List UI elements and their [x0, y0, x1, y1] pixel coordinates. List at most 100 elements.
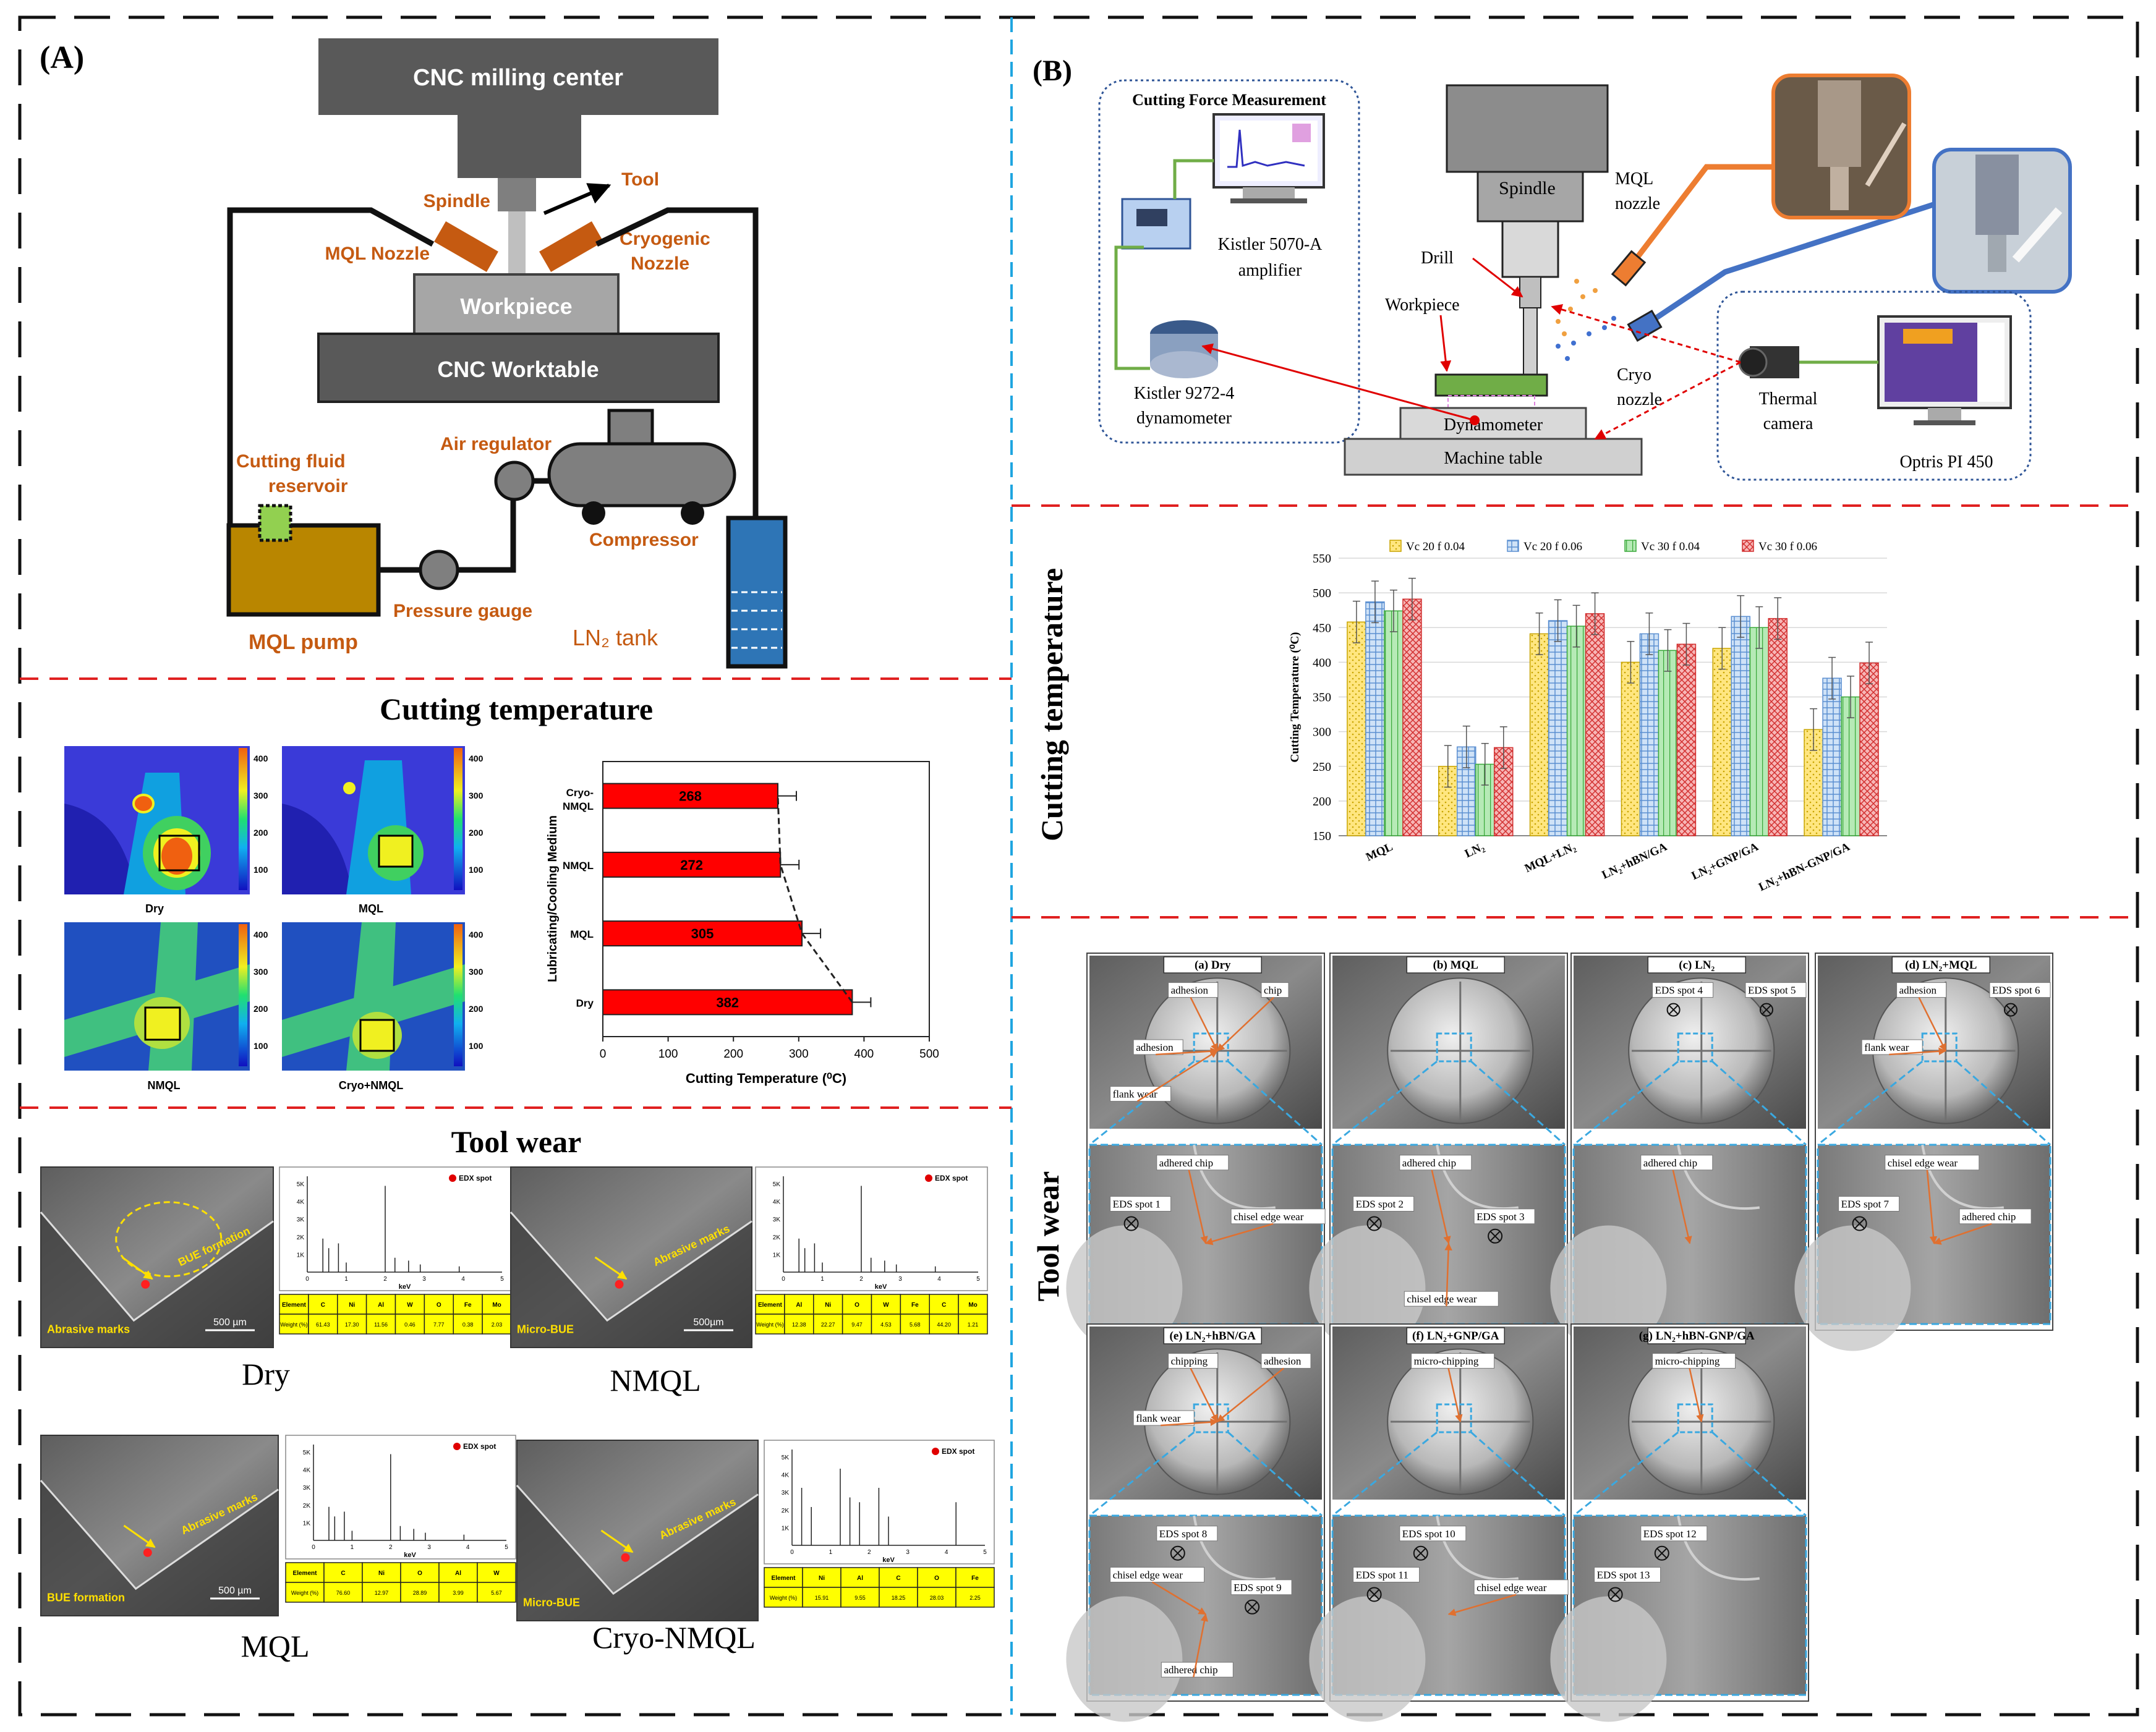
eds-spot-marker — [1666, 1003, 1681, 1017]
sem-annotation: EDS spot 6 — [1992, 985, 2040, 996]
edx-table-cell — [482, 1314, 512, 1335]
edx-table-value: 3.99 — [453, 1590, 464, 1596]
chart-a-xtick-label: 0 — [600, 1048, 607, 1061]
chart-b-bar — [1365, 601, 1385, 836]
edx-table-header: O — [854, 1302, 859, 1309]
edx-ytick: 3K — [782, 1490, 790, 1496]
edx-table-header: Element — [772, 1575, 796, 1582]
edx-xtick: 1 — [820, 1276, 824, 1283]
chart-b-ytick-label: 300 — [1313, 726, 1331, 739]
edx-table-cell — [438, 1562, 478, 1583]
panel-b-toolwear-title: Tool wear — [1031, 1171, 1065, 1302]
zoom-region — [1436, 1032, 1472, 1063]
spindle-label: Spindle — [424, 191, 490, 211]
edx-xlabel: keV — [882, 1556, 895, 1564]
optris-monitor-icon — [1877, 315, 2012, 425]
cryo-nozzle-b-label-2: nozzle — [1617, 390, 1662, 409]
edx-table-cell — [840, 1567, 880, 1588]
edx-table-cell — [424, 1314, 454, 1335]
chart-a-trend-line — [777, 796, 853, 1003]
chart-b-legend-label: Vc 20 f 0.04 — [1406, 540, 1465, 553]
edx-xtick: 0 — [305, 1276, 309, 1283]
edx-table-header: Ni — [825, 1302, 831, 1309]
edx-table-value: 28.03 — [930, 1595, 944, 1601]
edx-table-value: 0.38 — [462, 1322, 474, 1328]
sem-annotation: chisel edge wear — [1476, 1582, 1547, 1594]
edx-table-header: Element — [293, 1570, 318, 1577]
eds-spot-marker — [1488, 1228, 1503, 1244]
sem-annotation: micro-chipping — [1655, 1356, 1720, 1367]
cryo-nozzle-label-1: Cryogenic — [620, 229, 710, 249]
zoom-region — [1921, 1032, 1958, 1063]
dynamometer-b-label: Dynamometer — [1444, 415, 1543, 435]
sem-panel-title: (b) MQL — [1433, 959, 1478, 972]
sem-annotation: adhered chip — [1402, 1157, 1456, 1169]
chart-a-category-label: NMQL — [563, 860, 594, 872]
thermal-label-dry: Dry — [145, 902, 164, 915]
panel-a-setup: (A) CNC milling center Spindle Tool MQL … — [40, 38, 788, 669]
edx-table-value: 2.03 — [492, 1322, 503, 1328]
edx-table-cell — [929, 1294, 959, 1315]
sem-annotation: flank wear — [1864, 1042, 1909, 1053]
machine-table-label: Machine table — [1444, 449, 1542, 468]
edx-ytick: 4K — [303, 1467, 311, 1474]
edx-table-value: 12.97 — [375, 1590, 389, 1596]
edx-table-header: O — [437, 1302, 441, 1309]
eds-spot-marker — [1170, 1545, 1185, 1561]
photo-cryo-nozzle — [1932, 148, 2072, 294]
dynamometer-sensor-icon — [1150, 320, 1218, 378]
camera-view-arrow-2 — [1594, 361, 1741, 440]
chart-a-category-label: NMQL — [563, 800, 594, 812]
edx-table-cell — [477, 1582, 516, 1603]
edx-xtick: 4 — [937, 1276, 941, 1283]
chart-a-xlabel: Cutting Temperature (⁰C) — [686, 1071, 846, 1086]
edx-table-cell — [879, 1587, 918, 1608]
mql-nozzle-b-icon — [1611, 250, 1647, 287]
thermal-image-dry — [64, 746, 250, 894]
zoom-region — [1193, 1032, 1229, 1063]
edx-xtick: 3 — [422, 1276, 426, 1283]
chart-b-bar — [1621, 661, 1641, 836]
edx-table-cell — [900, 1314, 930, 1335]
sem-annotation: EDS spot 10 — [1402, 1528, 1455, 1540]
edx-xtick: 5 — [505, 1544, 508, 1551]
edx-table-cell — [453, 1294, 483, 1315]
cnc-center-box — [318, 38, 718, 115]
edx-xtick: 1 — [351, 1544, 354, 1551]
spindle-label-b: Spindle — [1499, 178, 1556, 198]
svg-text:100: 100 — [469, 1041, 484, 1051]
sem-panel-title: (d) LN₂+MQL — [1905, 959, 1977, 972]
svg-text:200: 200 — [254, 828, 268, 838]
mql-nozzle-icon — [434, 221, 498, 272]
edx-legend: EDX spot — [942, 1447, 974, 1456]
svg-text:200: 200 — [469, 1004, 484, 1014]
scale-bar-label: 500µm — [693, 1317, 723, 1328]
chart-b-legend-label: Vc 30 f 0.04 — [1641, 540, 1700, 553]
edx-ytick: 3K — [297, 1216, 305, 1223]
cryo-nozzle-label-2: Nozzle — [631, 253, 689, 274]
chart-b-legend-swatch — [1507, 540, 1519, 552]
edx-table-header: C — [942, 1302, 946, 1309]
sem-annotation: adhered chip — [1962, 1211, 2016, 1223]
photo-mql-nozzle — [1771, 74, 1911, 219]
edx-table-header: Al — [796, 1302, 802, 1309]
edx-xtick: 5 — [500, 1276, 504, 1283]
edx-table-cell — [900, 1294, 930, 1315]
cnc-center-label: CNC milling center — [413, 65, 623, 91]
chart-b-bar — [1384, 610, 1404, 836]
edx-table-cell — [424, 1294, 454, 1315]
thermal-label-nmql: NMQL — [148, 1079, 181, 1092]
edx-ytick: 2K — [773, 1234, 781, 1241]
eds-spot-marker — [1760, 1003, 1773, 1017]
edx-ytick: 1K — [782, 1525, 790, 1532]
sem-annotation: Micro-BUE — [523, 1597, 580, 1609]
chart-a-cutting-temperature: Cutting Temperature (⁰C) Lubricating/Coo… — [546, 761, 939, 1086]
outer-frame — [18, 15, 2139, 1717]
amplifier-label-2: amplifier — [1238, 261, 1302, 280]
edx-table-value: 44.20 — [937, 1322, 951, 1328]
